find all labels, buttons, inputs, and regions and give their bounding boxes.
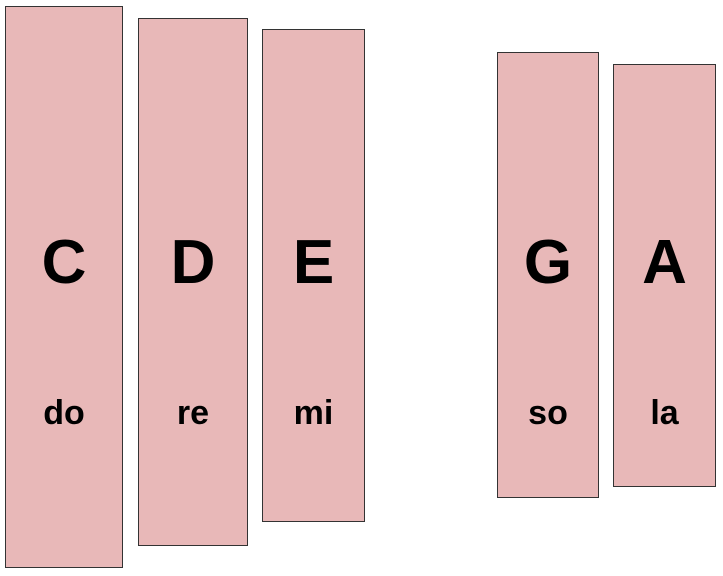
bar-g: G so [497,52,599,498]
bar-d: D re [138,18,248,546]
note-letter-g: G [523,228,573,297]
bar-a: A la [613,64,716,487]
solfege-label-re: re [176,394,210,432]
solfege-label-la: la [650,394,679,432]
bar-c: C do [5,6,123,568]
bar-e: E mi [262,29,365,522]
solfege-label-do: do [43,394,85,432]
solfege-label-so: so [528,394,568,432]
note-letter-e: E [292,228,335,297]
note-letter-d: D [170,228,216,297]
solfege-label-mi: mi [293,394,334,432]
note-letter-a: A [642,228,687,297]
note-letter-c: C [41,228,87,297]
